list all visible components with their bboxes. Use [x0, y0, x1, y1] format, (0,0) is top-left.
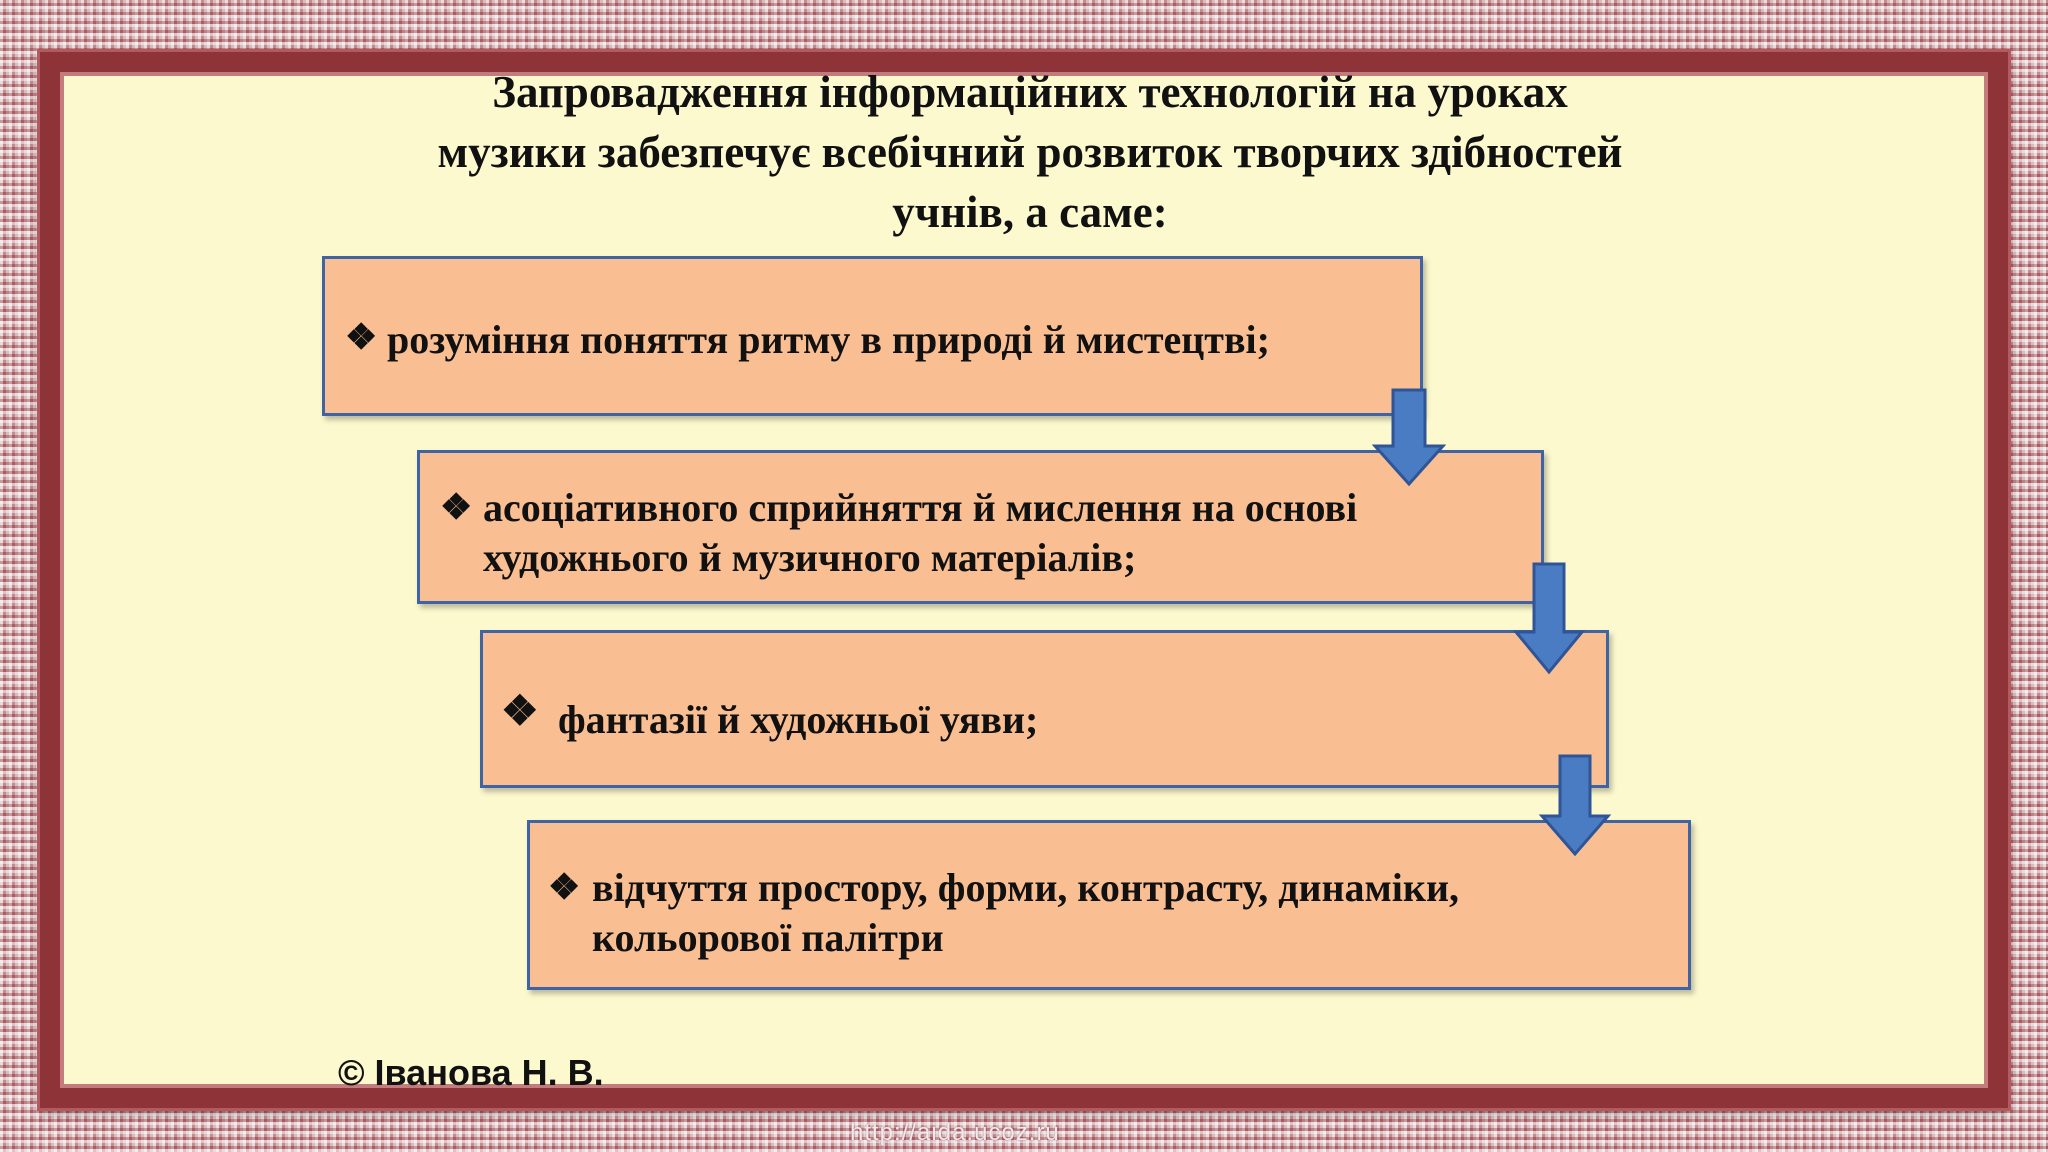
item-box-1: ❖ розуміння поняття ритму в природі й ми…	[322, 256, 1423, 416]
item-text-line-1: асоціативного сприйняття й мислення на о…	[483, 485, 1358, 530]
item-text: відчуття простору, форми, контрасту, дин…	[592, 863, 1672, 963]
diamond-bullet-icon: ❖	[440, 487, 473, 527]
item-text-line-1: відчуття простору, форми, контрасту, дин…	[592, 865, 1460, 910]
title-line-3: учнів, а саме:	[892, 187, 1168, 237]
down-arrow-icon	[1538, 754, 1612, 857]
item-box-3: ❖ фантазії й художньої уяви;	[480, 630, 1609, 788]
item-box-4: ❖ відчуття простору, форми, контрасту, д…	[527, 820, 1691, 990]
diamond-bullet-icon: ❖	[501, 689, 539, 735]
title-line-1: Запровадження інформаційних технологій н…	[492, 67, 1568, 117]
copyright-author: © Іванова Н. В.	[338, 1052, 604, 1093]
down-arrow-icon	[1512, 562, 1586, 675]
item-text: розуміння поняття ритму в природі й мист…	[387, 317, 1270, 362]
item-text-line-2: художнього й музичного матеріалів;	[483, 535, 1137, 580]
item-box-2: ❖ асоціативного сприйняття й мислення на…	[417, 450, 1544, 604]
item-text-line-2: кольорової палітри	[592, 915, 944, 960]
item-text: фантазії й художньої уяви;	[558, 697, 1039, 742]
title-line-2: музики забезпечує всебічний розвиток тво…	[437, 127, 1623, 177]
slide-title: Запровадження інформаційних технологій н…	[260, 62, 1800, 242]
item-text: асоціативного сприйняття й мислення на о…	[483, 483, 1523, 583]
down-arrow-icon	[1372, 388, 1446, 487]
diamond-bullet-icon: ❖	[345, 317, 378, 357]
diamond-bullet-icon: ❖	[548, 867, 581, 907]
watermark-url: http://aida.ucoz.ru	[850, 1119, 1060, 1146]
